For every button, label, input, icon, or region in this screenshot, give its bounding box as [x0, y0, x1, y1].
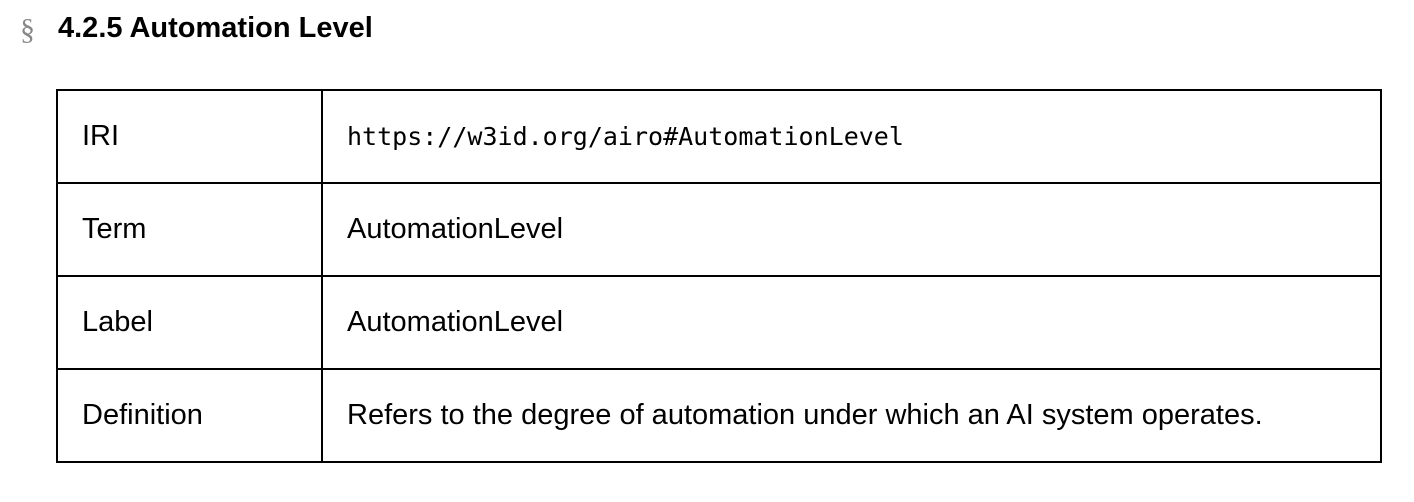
- term-definition-table: IRI https://w3id.org/airo#AutomationLeve…: [56, 89, 1382, 463]
- table-row-term: Term AutomationLevel: [56, 182, 1382, 277]
- row-value-label: AutomationLevel: [321, 275, 1382, 370]
- section-anchor-link[interactable]: §: [20, 13, 35, 46]
- section-heading: § 4.2.5 Automation Level: [20, 8, 373, 48]
- table-row-iri: IRI https://w3id.org/airo#AutomationLeve…: [56, 89, 1382, 184]
- row-key-definition: Definition: [56, 368, 323, 463]
- row-value-iri: https://w3id.org/airo#AutomationLevel: [321, 89, 1382, 184]
- row-value-definition: Refers to the degree of automation under…: [321, 368, 1382, 463]
- table-row-definition: Definition Refers to the degree of autom…: [56, 368, 1382, 463]
- row-key-term: Term: [56, 182, 323, 277]
- iri-value: https://w3id.org/airo#AutomationLevel: [347, 122, 904, 151]
- table-row-label: Label AutomationLevel: [56, 275, 1382, 370]
- section-title: 4.2.5 Automation Level: [58, 11, 373, 44]
- row-key-iri: IRI: [56, 89, 323, 184]
- row-key-label: Label: [56, 275, 323, 370]
- row-value-term: AutomationLevel: [321, 182, 1382, 277]
